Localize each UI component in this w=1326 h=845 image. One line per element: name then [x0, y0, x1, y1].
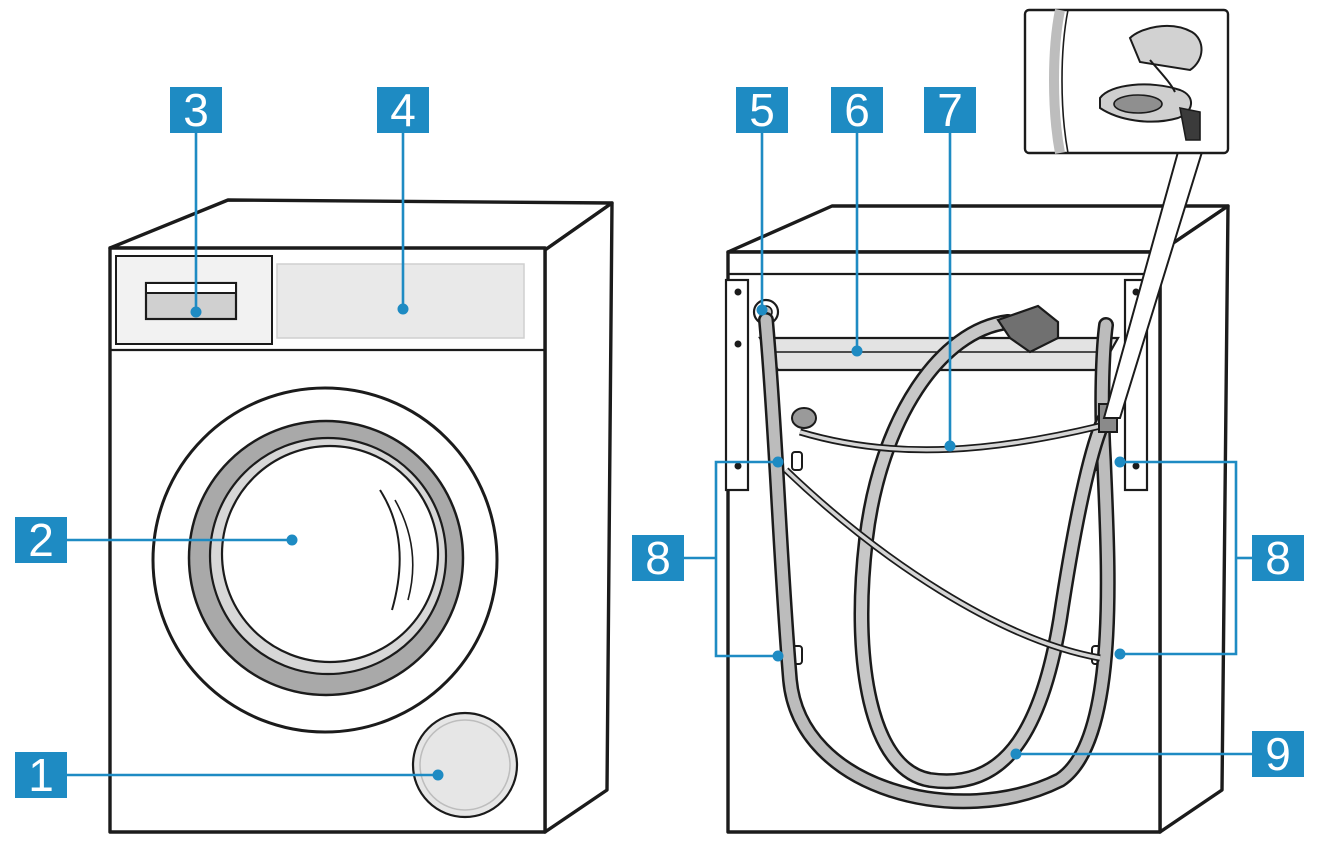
- back-view-machine: [724, 204, 1230, 834]
- water-inlet-hose: [853, 314, 1112, 790]
- callout-8-right: 8: [1252, 535, 1304, 581]
- front-machine-side: [543, 201, 614, 834]
- callout-1: 1: [15, 752, 67, 798]
- front-view-machine: [108, 198, 614, 834]
- callout-8-left: 8: [632, 535, 684, 581]
- callout-4: 4: [377, 87, 429, 133]
- hose-clip-inset: [1023, 8, 1230, 419]
- callout-6: 6: [831, 87, 883, 133]
- drain-hose: [758, 312, 1116, 810]
- back-machine-side: [1158, 204, 1230, 834]
- leader-lines: [66, 132, 1252, 781]
- callout-7: 7: [924, 87, 976, 133]
- callout-5: 5: [736, 87, 788, 133]
- transit-rail-left: [724, 278, 750, 492]
- door-glass: [220, 444, 440, 664]
- pump-cover: [411, 711, 519, 819]
- control-panel: [276, 263, 525, 339]
- callout-9: 9: [1252, 731, 1304, 777]
- callout-3: 3: [170, 87, 222, 133]
- front-machine-top: [108, 198, 614, 252]
- callout-2: 2: [15, 517, 67, 563]
